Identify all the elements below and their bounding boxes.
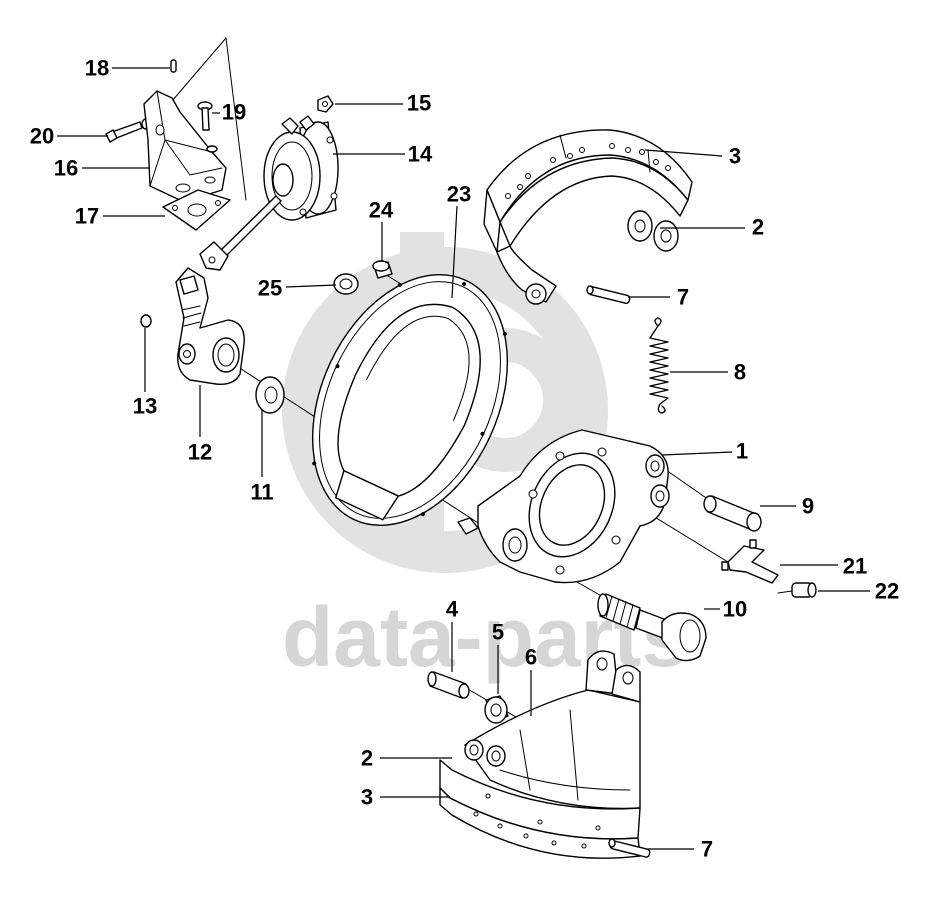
part-4-pin [427, 671, 470, 699]
axis-line [665, 469, 713, 503]
part-2-3-lower-brake-shoe [439, 650, 641, 859]
part-21-bracket [721, 539, 779, 584]
callout-label: 22 [875, 579, 899, 604]
upper-shoe-table [499, 157, 689, 247]
callout-label: 4 [446, 597, 459, 622]
callout-label: 3 [361, 785, 373, 810]
push-rod [199, 195, 282, 271]
part-5-roller [484, 695, 509, 724]
callout-label: 25 [258, 276, 282, 301]
axis-line [225, 37, 247, 201]
callout-label: 6 [525, 645, 537, 670]
part-12-slack-adjuster [175, 267, 245, 385]
part-11-washer [255, 376, 285, 414]
callout-label: 19 [222, 100, 246, 125]
part-10-camshaft [597, 593, 707, 662]
callout-label: 23 [447, 182, 471, 207]
callout-label: 9 [802, 494, 814, 519]
callout-label: 17 [75, 204, 99, 229]
part-25-seal [333, 273, 359, 295]
callout-label: 13 [133, 394, 157, 419]
part-20-bolt [105, 118, 151, 143]
callout-label: 1 [736, 439, 748, 464]
part-8-spring [649, 317, 669, 414]
part-24-cap [372, 260, 393, 279]
leader-23 [451, 205, 458, 299]
callout-label: 21 [843, 554, 867, 579]
leader-1 [661, 451, 733, 456]
callout-label: 20 [30, 124, 54, 149]
callout-label: 14 [408, 142, 433, 167]
part-22-fitting [777, 582, 817, 598]
part-18-pin [170, 59, 177, 73]
part-19-bolt [197, 101, 218, 153]
leader-3-upper [644, 149, 723, 157]
callout-label: 7 [701, 837, 713, 862]
callout-labels: 18 19 15 20 16 14 3 17 24 23 2 25 7 8 13… [30, 56, 899, 862]
callout-label: 12 [188, 440, 212, 465]
callout-label: 8 [734, 360, 746, 385]
callout-label: 2 [361, 746, 373, 771]
part-13-ring [140, 314, 152, 328]
callout-label: 16 [54, 156, 78, 181]
callout-label: 10 [723, 597, 747, 622]
watermark-ring [282, 247, 608, 573]
callout-label: 5 [492, 620, 504, 645]
callout-leaders [57, 67, 870, 850]
part-15-fitting [317, 95, 334, 113]
leader-25 [285, 284, 337, 288]
callout-label: 2 [752, 215, 764, 240]
part-2-3-upper-brake-shoe [483, 129, 693, 305]
part-7-upper-pin [586, 285, 631, 305]
part-9-anchor-pin [703, 495, 762, 532]
callout-label: 15 [407, 91, 431, 116]
part-23-dust-shield [311, 274, 509, 526]
callout-label: 18 [85, 56, 109, 81]
part-7-lower-pin [608, 838, 651, 858]
callout-label: 3 [729, 144, 741, 169]
callout-label: 24 [369, 198, 394, 223]
callout-label: 11 [250, 480, 273, 505]
callout-label: 7 [677, 285, 689, 310]
part-1-spider [457, 429, 670, 584]
part-17-gasket [162, 189, 231, 231]
